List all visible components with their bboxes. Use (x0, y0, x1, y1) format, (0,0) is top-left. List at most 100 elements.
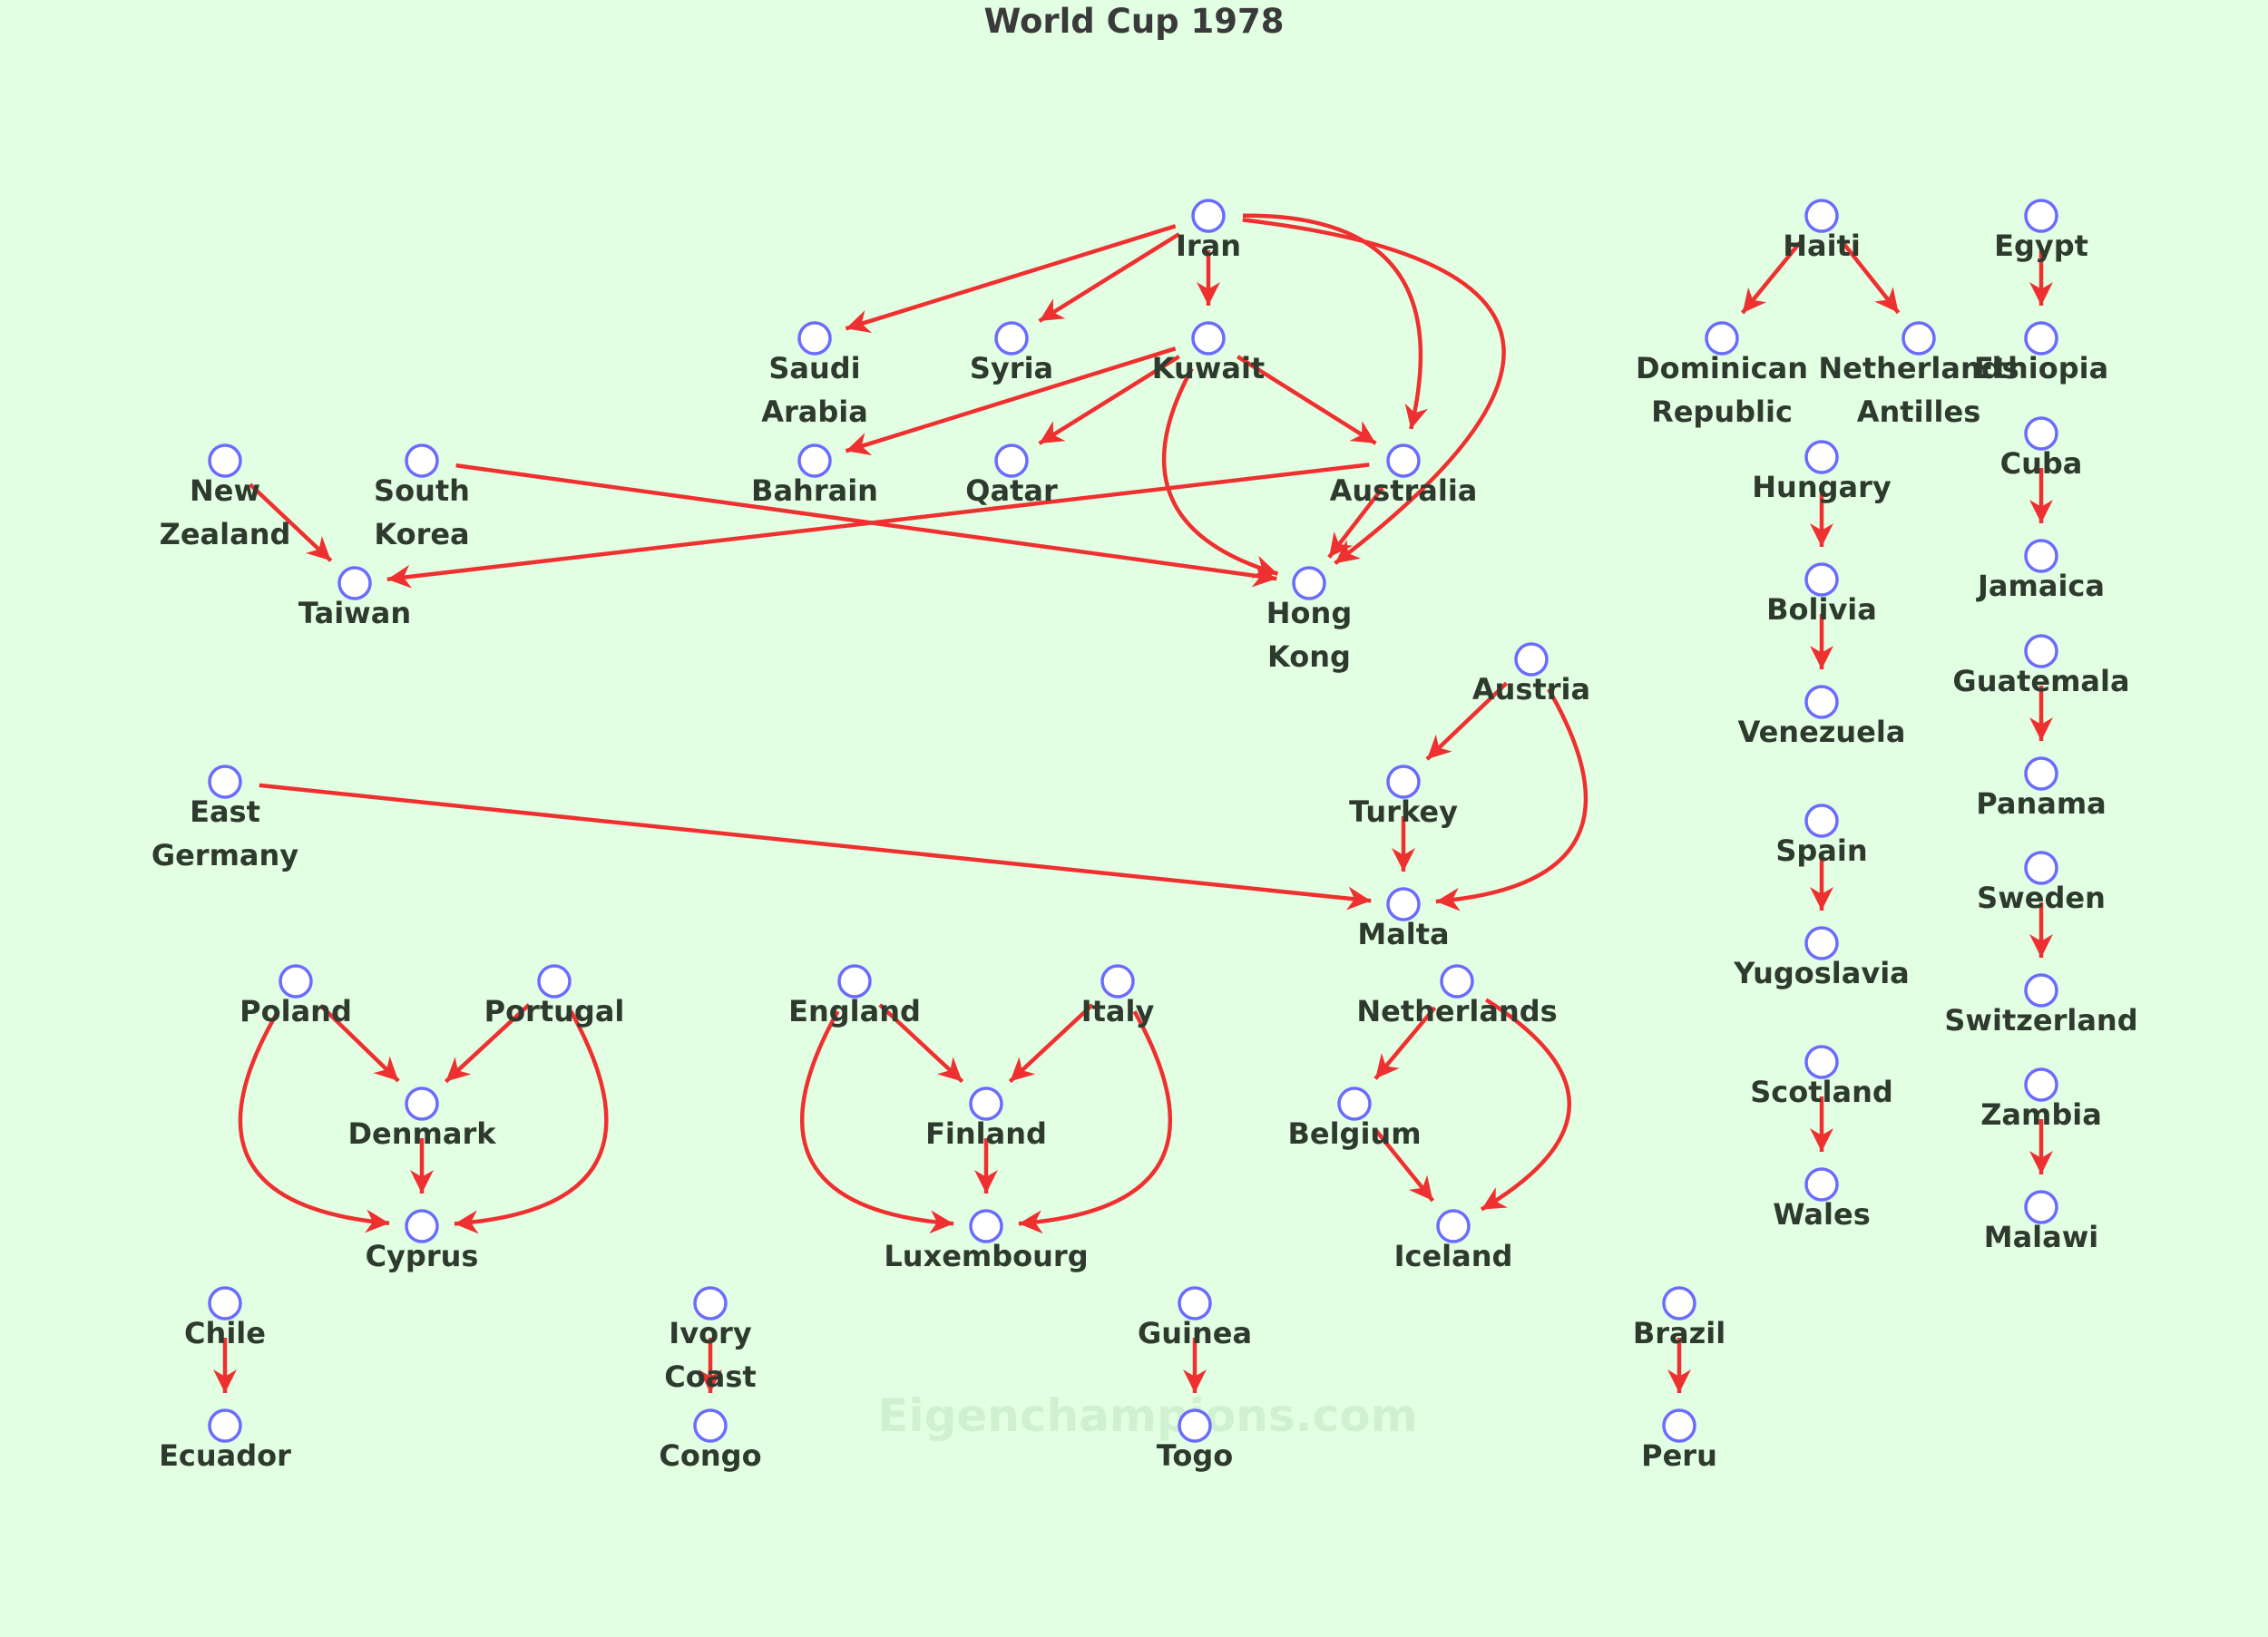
node-circle (994, 321, 1029, 356)
node-label: Australia (1330, 473, 1478, 508)
node-label: New (190, 473, 260, 508)
node-circle (969, 1209, 1003, 1243)
node-label: Syria (970, 351, 1053, 385)
node-circle (1804, 199, 1839, 233)
node-guinea: Guinea (1138, 1286, 1252, 1350)
node-circle (1386, 765, 1421, 799)
node-label: Venezuela (1738, 715, 1906, 749)
edge-netherlands-to-iceland (1480, 998, 1572, 1212)
diagram-title: World Cup 1978 (983, 2, 1284, 41)
node-circle (693, 1408, 728, 1443)
node-circle (1191, 321, 1226, 356)
node-label: Belgium (1287, 1116, 1421, 1151)
node-belgium: Belgium (1287, 1086, 1422, 1151)
node-circle (405, 1209, 439, 1243)
node-luxembourg: Luxembourg (884, 1209, 1089, 1273)
node-circle (1178, 1408, 1212, 1443)
edge-italy-to-luxembourg (1018, 1010, 1173, 1234)
node-label: Ethiopia (1974, 351, 2108, 385)
node-qatar: Qatar (965, 443, 1058, 508)
node-circle (1804, 804, 1839, 838)
watermark: Eigenchampions.com (877, 1389, 1417, 1442)
node-label: Haiti (1783, 229, 1861, 263)
node-circle (2024, 321, 2058, 356)
edge-haiti-to-netherlands-antilles (1841, 241, 1901, 315)
edge-england-to-luxembourg (799, 1010, 954, 1234)
node-label: East (190, 794, 260, 829)
node-label: Ivory (669, 1316, 752, 1350)
node-cyprus: Cyprus (366, 1209, 478, 1273)
node-label: South (374, 473, 470, 508)
node-circle (1386, 443, 1421, 478)
node-zambia: Zambia (1980, 1067, 2102, 1132)
node-italy: Italy (1081, 964, 1154, 1028)
node-circle (208, 1286, 242, 1320)
node-label: Coast (664, 1359, 756, 1394)
node-circle (1100, 964, 1135, 999)
edge-iran-to-syria (1038, 232, 1180, 323)
node-label: Jamaica (1976, 569, 2105, 603)
node-circle (1191, 199, 1226, 233)
node-label: Switzerland (1944, 1003, 2137, 1038)
node-label: Hong (1266, 596, 1352, 630)
node-circle (1804, 1167, 1839, 1202)
node-label: Wales (1773, 1197, 1870, 1232)
node-label: Taiwan (298, 596, 411, 630)
node-syria: Syria (970, 321, 1053, 385)
node-label: Togo (1157, 1438, 1233, 1473)
node-label: Zealand (160, 517, 291, 551)
edge-australia-to-hong-kong (1327, 486, 1384, 559)
node-circle (208, 443, 242, 478)
node-circle (1178, 1286, 1212, 1320)
node-label: Sweden (1977, 881, 2106, 915)
edge-portugal-to-cyprus (454, 1010, 609, 1234)
node-label: Malawi (1984, 1220, 2099, 1254)
node-label: Kong (1267, 639, 1351, 674)
node-circle (1804, 685, 1839, 719)
node-label: Republic (1651, 395, 1793, 429)
node-label: Portugal (484, 994, 625, 1028)
edge-poland-to-cyprus (238, 1009, 390, 1233)
node-egypt: Egypt (1994, 199, 2088, 263)
node-circle (2024, 634, 2058, 668)
node-iceland: Iceland (1394, 1209, 1512, 1273)
node-yugoslavia: Yugoslavia (1733, 926, 1910, 990)
node-label: Netherlands (1356, 994, 1557, 1028)
edge-haiti-to-dominican-republic (1740, 241, 1802, 315)
node-label: Guatemala (1952, 664, 2129, 698)
edge-austria-to-turkey (1425, 681, 1509, 761)
node-ethiopia: Ethiopia (1974, 321, 2108, 385)
node-chile: Chile (184, 1286, 266, 1350)
node-circle (1386, 887, 1421, 921)
node-hungary: Hungary (1752, 440, 1892, 504)
node-label: Spain (1775, 833, 1867, 868)
node-togo: Togo (1157, 1408, 1233, 1473)
node-circle (2024, 416, 2058, 451)
node-circle (797, 443, 832, 478)
node-label: Bahrain (751, 473, 878, 508)
node-austria: Austria (1472, 642, 1590, 706)
node-circle (2024, 539, 2058, 573)
node-england: England (788, 964, 921, 1028)
node-label: Scotland (1750, 1075, 1893, 1109)
edge-kuwait-to-bahrain (845, 346, 1177, 455)
node-label: Kuwait (1152, 351, 1265, 385)
node-circle (994, 443, 1029, 478)
node-circle (405, 443, 439, 478)
node-circle (2024, 1067, 2058, 1102)
node-label: Bolivia (1766, 592, 1877, 627)
node-netherlands: Netherlands (1356, 964, 1558, 1028)
node-circle (208, 1408, 242, 1443)
node-label: Congo (659, 1438, 761, 1473)
node-label: Poland (240, 994, 352, 1028)
node-circle (693, 1286, 728, 1320)
node-label: England (788, 994, 921, 1028)
node-denmark: Denmark (347, 1086, 496, 1151)
